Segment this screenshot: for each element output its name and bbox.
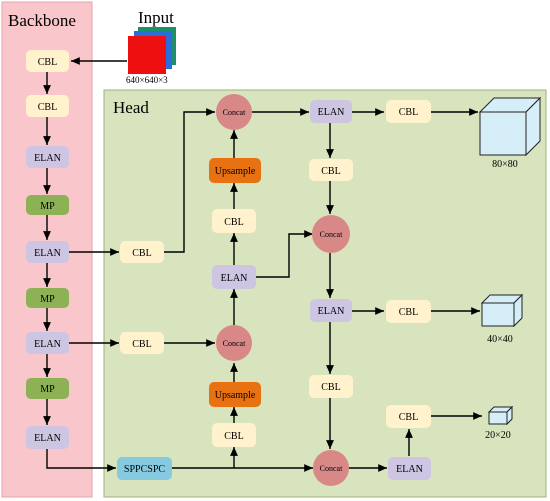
head-elan-mid-right: ELAN	[310, 299, 352, 322]
output-cube-80	[478, 96, 542, 157]
head-elan-top: ELAN	[310, 100, 352, 123]
output-label-80: 80×80	[492, 159, 518, 170]
backbone-cbl-1: CBL	[26, 50, 69, 72]
head-cbl-out-1: CBL	[386, 100, 431, 123]
output-cube-20	[487, 405, 514, 426]
head-cbl-lateral-2: CBL	[120, 332, 164, 354]
backbone-title: Backbone	[8, 11, 76, 30]
head-sppcspc: SPPCSPC	[117, 457, 172, 480]
head-upsample-low: Upsample	[209, 382, 261, 407]
svg-text:CBL: CBL	[399, 307, 418, 318]
svg-text:CBL: CBL	[132, 248, 151, 259]
svg-text:MP: MP	[40, 294, 55, 305]
svg-text:CBL: CBL	[132, 339, 151, 350]
svg-text:ELAN: ELAN	[34, 153, 61, 164]
svg-text:ELAN: ELAN	[396, 464, 423, 475]
input-image-icon	[128, 27, 176, 74]
head-cbl-lateral-1: CBL	[120, 241, 164, 263]
head-concat-top: Concat	[216, 94, 252, 130]
backbone-elan-2: ELAN	[26, 241, 69, 263]
backbone-mp-2: MP	[26, 288, 69, 308]
svg-text:CBL: CBL	[224, 431, 243, 442]
svg-text:Concat: Concat	[223, 108, 246, 117]
svg-text:CBL: CBL	[399, 107, 418, 118]
svg-text:CBL: CBL	[38, 57, 57, 68]
output-label-40: 40×40	[487, 334, 513, 345]
backbone-elan-1: ELAN	[26, 146, 69, 168]
input-size-label: 640×640×3	[126, 75, 168, 85]
backbone-cbl-2: CBL	[26, 95, 69, 117]
input-title: Input	[138, 8, 174, 27]
svg-text:Concat: Concat	[223, 339, 246, 348]
output-cube-40	[480, 293, 524, 328]
svg-text:CBL: CBL	[321, 166, 340, 177]
svg-text:ELAN: ELAN	[34, 248, 61, 259]
output-label-20: 20×20	[485, 430, 511, 441]
svg-text:CBL: CBL	[38, 102, 57, 113]
head-concat-low: Concat	[216, 325, 252, 361]
head-cbl-out-3: CBL	[386, 405, 431, 428]
svg-text:ELAN: ELAN	[34, 433, 61, 444]
head-elan-bottom: ELAN	[388, 457, 431, 480]
backbone-elan-3: ELAN	[26, 332, 69, 354]
backbone-mp-1: MP	[26, 195, 69, 215]
backbone-mp-3: MP	[26, 378, 69, 399]
svg-text:Upsample: Upsample	[215, 166, 256, 177]
svg-text:SPPCSPC: SPPCSPC	[124, 464, 165, 475]
svg-text:MP: MP	[40, 201, 55, 212]
head-panel	[103, 89, 547, 498]
head-concat-bottom: Concat	[313, 450, 349, 486]
head-cbl-col4-mid: CBL	[309, 375, 353, 398]
head-elan-mid-left: ELAN	[212, 265, 256, 289]
head-concat-mid: Concat	[312, 215, 350, 253]
svg-text:MP: MP	[40, 384, 55, 395]
svg-text:ELAN: ELAN	[318, 306, 345, 317]
svg-text:CBL: CBL	[321, 382, 340, 393]
head-cbl-top: CBL	[212, 209, 256, 233]
svg-text:ELAN: ELAN	[221, 273, 248, 284]
head-upsample-top: Upsample	[209, 158, 261, 183]
svg-text:ELAN: ELAN	[318, 107, 345, 118]
svg-text:ELAN: ELAN	[34, 339, 61, 350]
svg-text:Concat: Concat	[320, 464, 343, 473]
svg-text:Upsample: Upsample	[215, 390, 256, 401]
head-cbl-out-2: CBL	[386, 300, 431, 323]
backbone-elan-4: ELAN	[26, 426, 69, 449]
head-title: Head	[113, 98, 149, 117]
svg-text:CBL: CBL	[399, 412, 418, 423]
head-cbl-col4-top: CBL	[309, 159, 353, 181]
svg-text:Concat: Concat	[320, 230, 343, 239]
svg-text:CBL: CBL	[224, 217, 243, 228]
head-cbl-low: CBL	[212, 423, 256, 447]
